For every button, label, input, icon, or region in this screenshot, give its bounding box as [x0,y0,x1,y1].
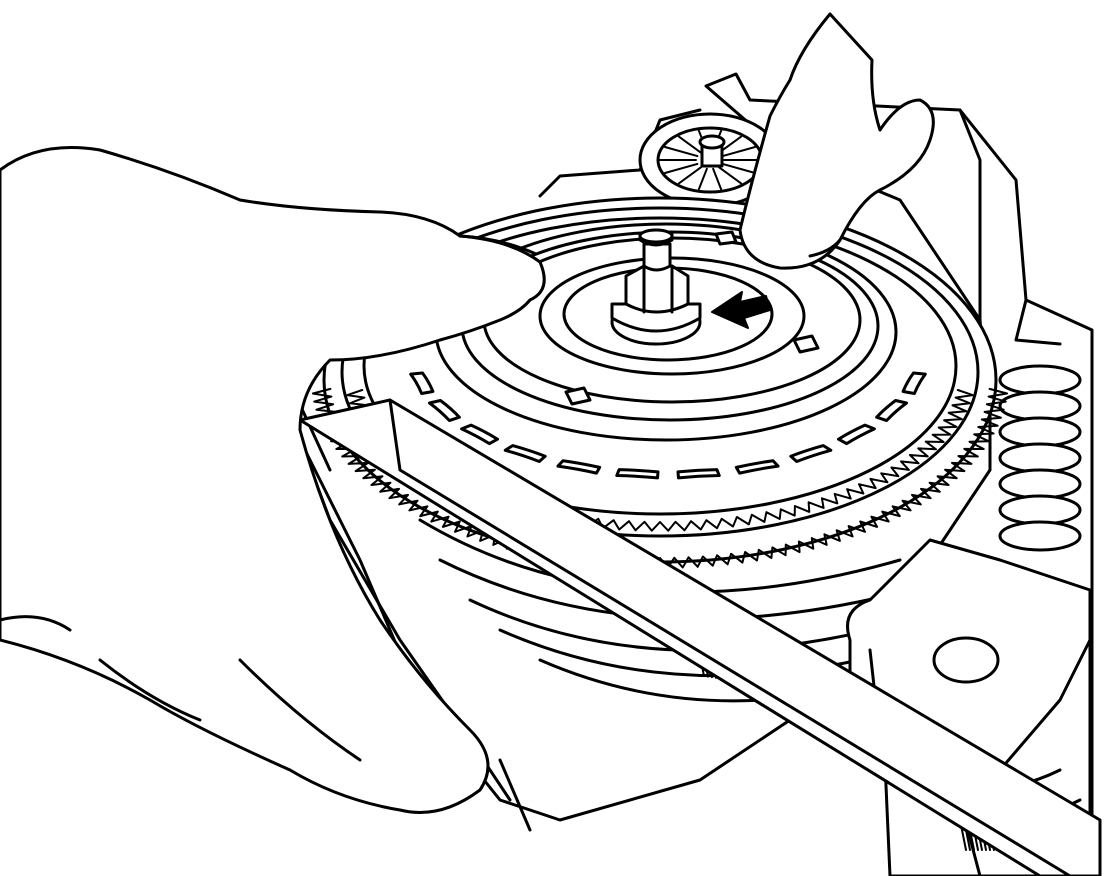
plate-slot [676,468,721,480]
plate-slot [428,399,461,423]
plate-slot [789,444,833,463]
input-shaft [610,228,702,346]
indicator-arrow [711,291,771,329]
plate-slots [409,371,927,480]
spoke [721,145,757,158]
frame-bar [298,398,1102,876]
locating-tab [714,230,738,246]
plate-slot [734,459,780,475]
spoke [663,145,699,158]
spring-coil [998,390,1082,422]
plate-slot [875,399,908,423]
spring-coil [998,468,1082,500]
spring-coil [998,442,1082,474]
right-finger [738,12,935,270]
slotted-plate [409,371,927,480]
spoke [697,167,708,191]
spoke [663,162,699,175]
plate-slot [901,371,927,396]
spring-coil [998,520,1082,552]
spring-coil [998,416,1082,448]
left-hand [0,146,546,832]
upper-pulley-spokes [659,129,761,191]
right-springs [998,364,1082,552]
plate-slot [409,371,435,396]
plate-slot [460,423,500,446]
plate-slot [556,459,602,475]
spoke [721,162,757,175]
locating-tab [792,334,820,354]
spoke [717,166,743,185]
spring-coil [998,364,1082,396]
plate-slot [615,468,660,480]
spring-coil [998,494,1082,526]
upper-pulley [638,112,782,208]
spoke [677,135,703,154]
plate-slot [503,444,547,463]
spoke [677,166,703,185]
locating-tab [564,386,592,406]
bracket-hole [932,636,1000,684]
plate-slot [836,423,876,446]
spoke [712,167,723,191]
